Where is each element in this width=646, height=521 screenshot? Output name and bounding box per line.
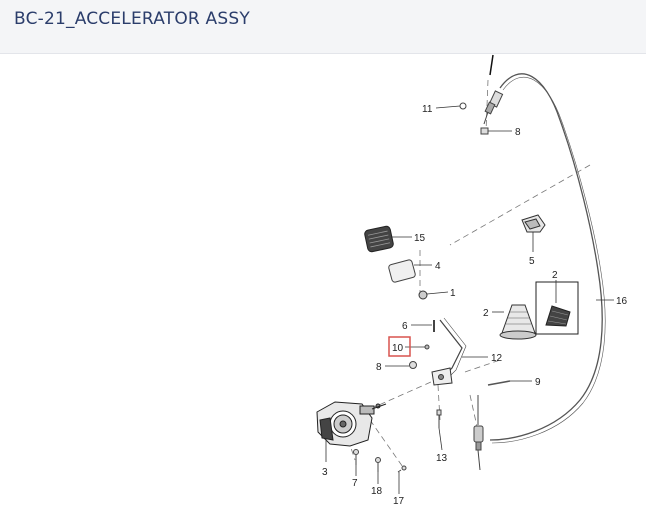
part-2-boot: [499, 304, 537, 340]
callout-7[interactable]: 7: [352, 478, 358, 489]
part-8-nut-lower: [409, 361, 417, 369]
callout-labels: 11 8 15 4 1 5 2 2 16 6 10 12 8 9 3 7 18 …: [322, 104, 628, 507]
callout-3[interactable]: 3: [322, 467, 328, 478]
accelerator-cable: [489, 73, 606, 444]
callout-4[interactable]: 4: [435, 261, 441, 272]
cable-lower-end: [473, 395, 484, 471]
page-header: BC-21_ACCELERATOR ASSY: [0, 0, 646, 54]
part-15-pedal-pad: [364, 225, 394, 253]
part-10-washer: [424, 344, 430, 350]
callout-11[interactable]: 11: [422, 104, 433, 115]
part-4-pedal-cover: [388, 259, 416, 283]
callout-10[interactable]: 10: [392, 343, 404, 354]
part-9-bolt: [487, 380, 511, 386]
part-3-throttle-actuator: [316, 401, 387, 447]
part-2-boot-detail: [545, 305, 571, 327]
part-5-clip: [521, 214, 546, 233]
callout-13[interactable]: 13: [436, 453, 448, 464]
part-8-nut-upper: [480, 127, 489, 135]
part-7-bolt: [353, 449, 359, 465]
part-2-boot-detail-frame: [535, 281, 579, 335]
callout-18[interactable]: 18: [371, 486, 383, 497]
callout-10-highlight: [388, 336, 411, 357]
part-18-bolt: [375, 457, 381, 472]
page-title: BC-21_ACCELERATOR ASSY: [14, 9, 250, 29]
callout-6[interactable]: 6: [402, 321, 408, 332]
callout-2-detail[interactable]: 2: [552, 270, 558, 281]
callout-8-upper[interactable]: 8: [515, 127, 521, 138]
callout-17[interactable]: 17: [393, 496, 405, 507]
pedal-bracket: [431, 367, 453, 386]
part-13-bolt: [436, 409, 442, 428]
callout-9[interactable]: 9: [535, 377, 541, 388]
callout-1[interactable]: 1: [450, 288, 456, 299]
part-1-nut: [418, 290, 428, 300]
callout-16[interactable]: 16: [616, 296, 628, 307]
callout-12[interactable]: 12: [491, 353, 503, 364]
callout-2-boot[interactable]: 2: [483, 308, 489, 319]
callout-8-lower[interactable]: 8: [376, 362, 382, 373]
cable-top-lead: [489, 54, 494, 76]
part-17-screw: [397, 465, 407, 473]
cable-upper-end: [483, 90, 504, 125]
callout-15[interactable]: 15: [414, 233, 426, 244]
leader-lines: [325, 105, 614, 494]
callout-5[interactable]: 5: [529, 256, 535, 267]
part-11-bushing: [459, 102, 467, 110]
